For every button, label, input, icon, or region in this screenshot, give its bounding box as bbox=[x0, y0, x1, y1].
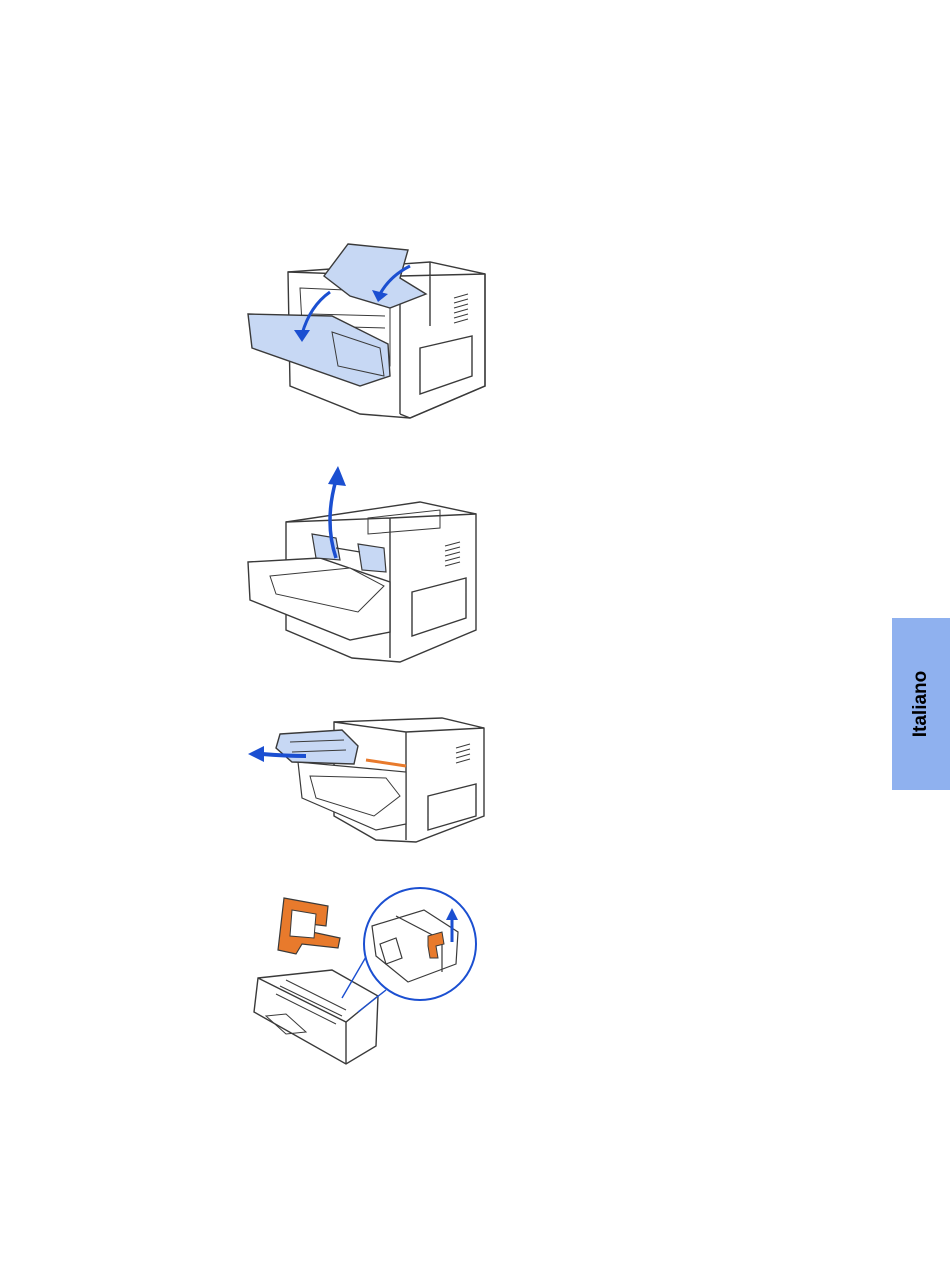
printer-remove-cartridge-illustration bbox=[246, 712, 491, 847]
printer-open-door-paper-illustration bbox=[240, 236, 500, 426]
toner-cartridge-tab-illustration bbox=[246, 886, 482, 1068]
language-tab-label: Italiano bbox=[910, 671, 932, 738]
printer-lift-paper-illustration bbox=[240, 462, 490, 667]
language-side-tab: Italiano bbox=[892, 618, 950, 790]
